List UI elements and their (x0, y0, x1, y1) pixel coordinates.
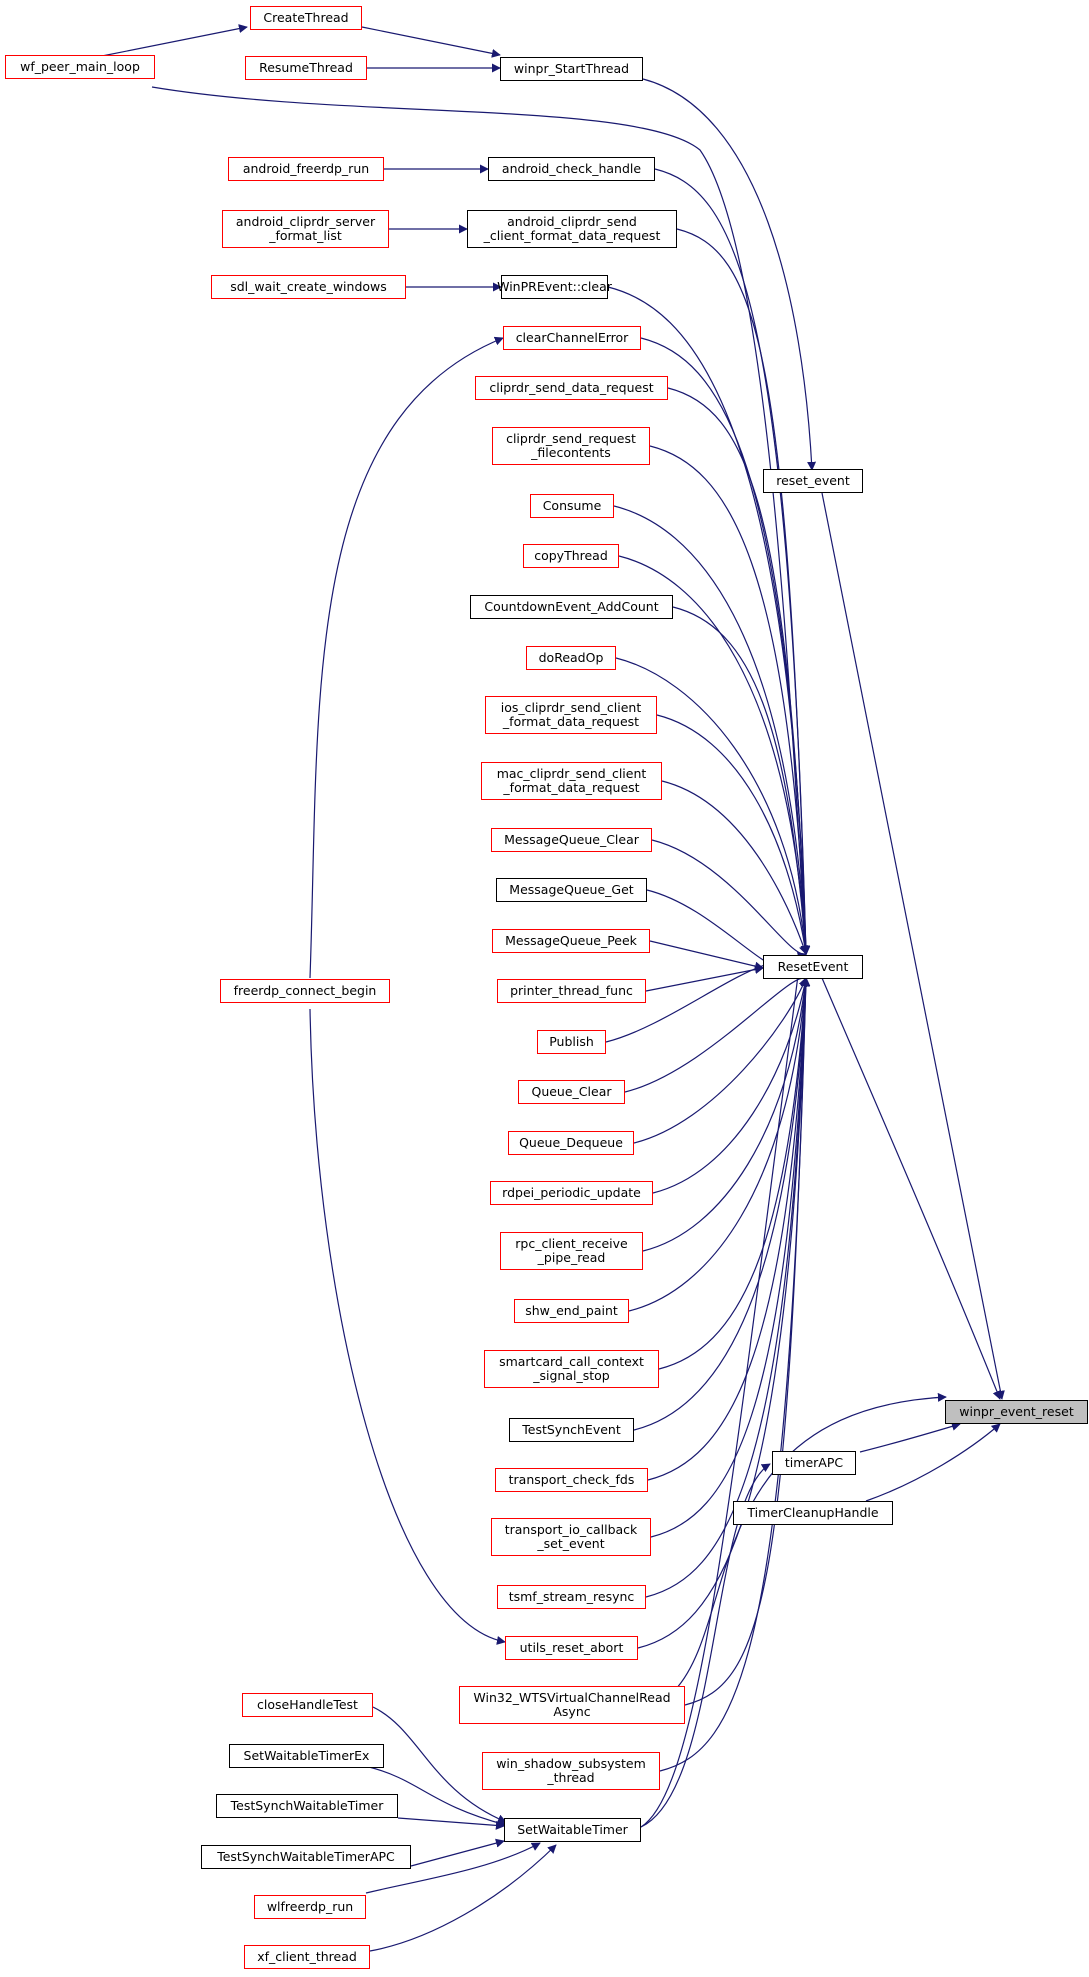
node-Queue-Dequeue[interactable]: Queue_Dequeue (508, 1131, 634, 1155)
edge-xf_client_thread-to-timer (369, 1844, 557, 1952)
node-CreateThread[interactable]: CreateThread (250, 6, 362, 30)
node-android-check-handle[interactable]: android_check_handle (488, 157, 655, 181)
edge-android-check-handle-to-ResetEvent (654, 168, 811, 955)
edge-transport-io-callback-set-event-to-ResetEvent (650, 977, 811, 1538)
node-transport-check-fds[interactable]: transport_check_fds (495, 1468, 648, 1492)
edge-wfpeer-to-startthread (101, 24, 248, 57)
edge-startthread-to-reset_event (642, 78, 817, 471)
node-mac-cliprdr-send-client-format-data-request[interactable]: mac_cliprdr_send_client _format_data_req… (481, 762, 662, 800)
node-SetWaitableTimerEx[interactable]: SetWaitableTimerEx (229, 1744, 384, 1768)
node-ios-cliprdr-send-client-format-data-request[interactable]: ios_cliprdr_send_client _format_data_req… (485, 696, 657, 734)
node-winpr-event-reset: winpr_event_reset (945, 1400, 1088, 1424)
node-Win32-WTSVirtualChannelReadAsync[interactable]: Win32_WTSVirtualChannelRead Async (459, 1686, 685, 1724)
node-TestSynchWaitableTimer[interactable]: TestSynchWaitableTimer (216, 1794, 398, 1818)
node-reset-event[interactable]: reset_event (763, 469, 863, 493)
edge-MessageQueue-Peek-to-ResetEvent (649, 940, 764, 971)
edge-cliprdr-send-request-filecontents-to-ResetEvent (649, 445, 811, 955)
edge-mac-cliprdr-send-client-format-data-request-to-ResetEvent (661, 780, 808, 955)
edge-freerdp_connect_begin-to-clearChannelError (309, 336, 504, 979)
node-SetWaitableTimer[interactable]: SetWaitableTimer (504, 1818, 641, 1842)
node-xf-client-thread[interactable]: xf_client_thread (244, 1945, 370, 1969)
node-MessageQueue-Get[interactable]: MessageQueue_Get (496, 878, 647, 902)
edge-TestSynchEvent-to-ResetEvent (633, 977, 811, 1431)
edge-TestSynchWaitableTimerAPC-to-timer (410, 1838, 505, 1867)
node-cliprdr-send-data-request[interactable]: cliprdr_send_data_request (475, 376, 668, 400)
node-MessageQueue-Clear[interactable]: MessageQueue_Clear (491, 828, 652, 852)
edge-cliprdr-send-data-request-to-ResetEvent (667, 387, 811, 955)
node-closeHandleTest[interactable]: closeHandleTest (242, 1693, 373, 1717)
edge-transport-check-fds-to-ResetEvent (647, 977, 811, 1481)
node-android-cliprdr-send-client-format-data-request[interactable]: android_cliprdr_send _client_format_data… (467, 210, 677, 248)
edge-ios-cliprdr-send-client-format-data-request-to-ResetEvent (656, 714, 810, 955)
node-TimerCleanupHandle[interactable]: TimerCleanupHandle (733, 1501, 893, 1525)
edge-smartcard-call-context-signal-stop-to-ResetEvent (658, 977, 810, 1370)
node-printer-thread-func[interactable]: printer_thread_func (497, 979, 646, 1003)
edge-printer-thread-func-to-ResetEvent (645, 965, 764, 992)
node-Queue-Clear[interactable]: Queue_Clear (518, 1080, 625, 1104)
node-CountdownEvent-AddCount[interactable]: CountdownEvent_AddCount (470, 595, 673, 619)
edge-closeHandleTest-to-timer (372, 1706, 507, 1823)
edge-Consume-to-ResetEvent (613, 505, 811, 955)
edge-reset_event-to-root (821, 492, 1005, 1400)
node-tsmf-stream-resync[interactable]: tsmf_stream_resync (497, 1585, 646, 1609)
node-WinPREvent-clear[interactable]: WinPREvent::clear (497, 275, 612, 299)
node-ResetEvent[interactable]: ResetEvent (763, 955, 863, 979)
node-clearChannelError[interactable]: clearChannelError (503, 326, 641, 350)
edge-timerAPC-to-root (859, 1422, 961, 1453)
node-shw-end-paint[interactable]: shw_end_paint (514, 1299, 629, 1323)
edge-rpc-client-receive-pipe-read-to-ResetEvent (642, 977, 810, 1252)
node-win-shadow-subsystem-thread[interactable]: win_shadow_subsystem _thread (482, 1752, 660, 1790)
edge-Queue-Clear-to-ResetEvent (624, 971, 807, 1093)
edge-MessageQueue-Clear-to-ResetEvent (651, 839, 807, 961)
node-Consume[interactable]: Consume (530, 494, 614, 518)
node-Publish[interactable]: Publish (537, 1030, 606, 1054)
edge-timer-to-timerAPC (640, 1463, 771, 1828)
node-ResumeThread[interactable]: ResumeThread (245, 56, 367, 80)
node-doReadOp[interactable]: doReadOp (526, 646, 616, 670)
edge-SetWaitableTimerEx-to-timer (368, 1766, 507, 1828)
node-rpc-client-receive-pipe-read[interactable]: rpc_client_receive _pipe_read (500, 1232, 643, 1270)
node-freerdp-connect-begin[interactable]: freerdp_connect_begin (220, 979, 390, 1003)
node-smartcard-call-context-signal-stop[interactable]: smartcard_call_context _signal_stop (484, 1350, 659, 1388)
edge-shw-end-paint-to-ResetEvent (628, 977, 810, 1312)
edge-Queue-Dequeue-to-ResetEvent (633, 977, 808, 1144)
node-sdl-wait-create-windows[interactable]: sdl_wait_create_windows (211, 275, 406, 299)
node-TestSynchEvent[interactable]: TestSynchEvent (509, 1418, 634, 1442)
node-cliprdr-send-request-filecontents[interactable]: cliprdr_send_request _filecontents (492, 427, 650, 465)
node-wlfreerdp-run[interactable]: wlfreerdp_run (254, 1895, 366, 1919)
edge-TestSynchWaitableTimer-to-timer (397, 1817, 505, 1830)
node-rdpei-periodic-update[interactable]: rdpei_periodic_update (490, 1181, 653, 1205)
node-MessageQueue-Peek[interactable]: MessageQueue_Peek (492, 929, 650, 953)
edge-CountdownEvent-AddCount-to-ResetEvent (672, 606, 810, 955)
node-utils-reset-abort[interactable]: utils_reset_abort (505, 1636, 638, 1660)
node-copyThread[interactable]: copyThread (523, 544, 619, 568)
edge-doReadOp-to-ResetEvent (615, 657, 810, 955)
node-wf-peer-main-loop[interactable]: wf_peer_main_loop (5, 55, 155, 79)
edge-win-shadow-subsystem-thread-to-ResetEvent (659, 977, 811, 1772)
node-android-freerdp-run[interactable]: android_freerdp_run (228, 157, 384, 181)
edge-TimerCleanupHandle-to-root (865, 1423, 1001, 1502)
edge-clearChannelError-to-ResetEvent (640, 337, 811, 955)
node-timerAPC[interactable]: timerAPC (772, 1451, 856, 1475)
edge-wlfreerdp_run-to-timer (365, 1842, 541, 1894)
edge-tsmf-stream-resync-to-ResetEvent (645, 977, 811, 1598)
edge-createthread-to-startthread (361, 26, 501, 58)
edge-rdpei-periodic-update-to-ResetEvent (652, 977, 809, 1194)
node-transport-io-callback-set-event[interactable]: transport_io_callback _set_event (491, 1518, 651, 1556)
node-winpr-StartThread[interactable]: winpr_StartThread (500, 57, 643, 81)
node-android-cliprdr-server-format-list[interactable]: android_cliprdr_server _format_list (222, 210, 389, 248)
node-TestSynchWaitableTimerAPC[interactable]: TestSynchWaitableTimerAPC (201, 1845, 411, 1869)
edge-Win32-WTSVirtualChannelReadAsync-to-ResetEvent (684, 977, 811, 1706)
edge-ResetEvent-to-root (821, 977, 1002, 1400)
edge-android-cliprdr-send-client-format-data-request-to-ResetEvent (676, 228, 811, 955)
edge-freerdp_connect_begin-to-utils_reset_abort (309, 1008, 506, 1645)
